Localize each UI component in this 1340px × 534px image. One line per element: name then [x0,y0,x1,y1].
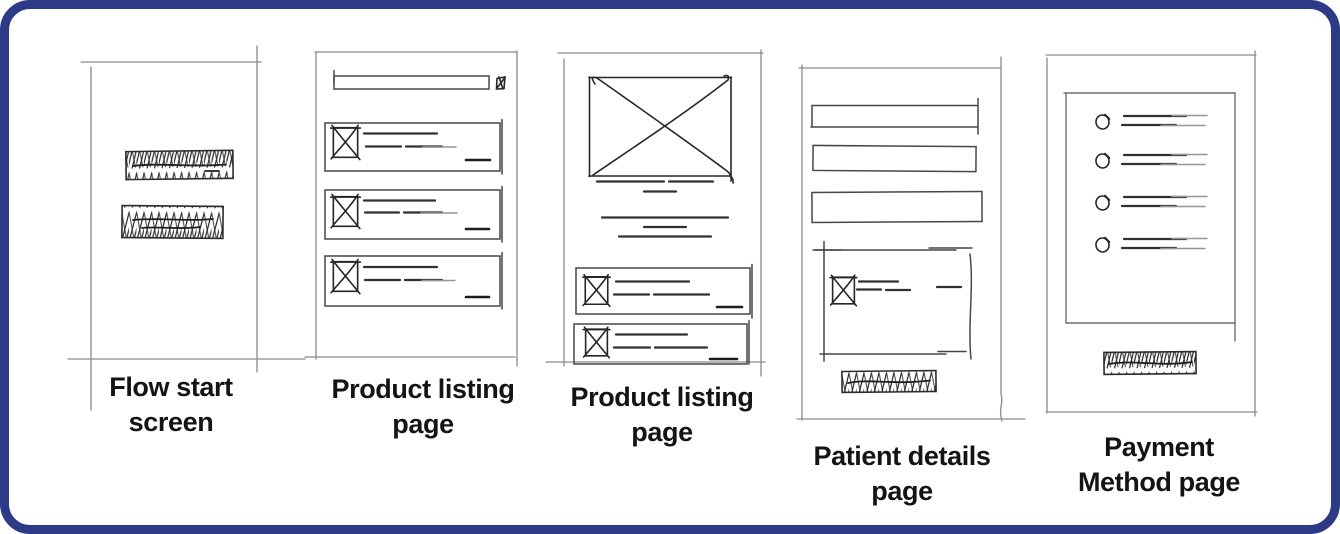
screen-product-listing-1 [304,50,518,367]
radio-option [1095,113,1208,130]
product-card [575,263,753,319]
text-lines [612,280,711,296]
screen-label-product-listing-1: Product listing page [313,372,533,442]
label-line: Product listing [331,374,515,404]
screen-payment-method [1045,50,1258,417]
screen-label-payment-method: Payment Method page [1029,430,1289,500]
phone-frame [796,56,1026,422]
label-line: Flow start [109,372,233,402]
label-line: page [392,409,454,439]
phone-frame [1045,50,1258,417]
radio-option [1093,235,1209,255]
text-lines [362,265,456,282]
screen-label-patient-details: Patient details page [782,439,1022,509]
text-lines [612,333,709,349]
summary-box [812,240,973,362]
label-line: screen [128,407,214,437]
label-line: Payment [1104,432,1214,462]
label-line: page [871,476,933,506]
radio-option [1093,151,1209,171]
screen-flow-start [67,45,306,411]
label-line: Method page [1077,467,1241,497]
product-card [573,319,750,365]
phone-frame [545,49,766,377]
label-line: Patient details [813,441,991,471]
input-field [810,97,979,135]
input-field [811,190,983,224]
hatched-button [841,369,937,394]
hatched-button [125,149,234,181]
screen-patient-details [796,56,1026,422]
screen-label-flow-start: Flow start screen [61,370,281,440]
product-card [324,118,503,175]
option-list-box [1063,92,1236,342]
screen-label-product-listing-2: Product listing page [552,380,772,450]
phone-frame [67,45,306,411]
product-card [324,185,503,243]
image-placeholder-icon [329,124,362,161]
label-line: Product listing [570,382,754,412]
phone-frame [304,50,518,367]
screen-product-listing-2 [545,49,766,377]
image-placeholder-icon [329,193,362,230]
image-placeholder-icon [329,258,362,295]
wireflow-sketch [67,45,1258,422]
text-lines [595,180,730,238]
hatched-button [121,204,224,240]
product-card [324,251,503,310]
search-bar [333,69,490,90]
input-field [812,144,977,173]
image-placeholder [588,74,734,184]
text-lines [855,280,963,292]
text-lines [362,132,457,148]
radio-option [1093,193,1209,213]
text-lines [1120,114,1208,127]
image-placeholder-icon [582,326,611,359]
image-placeholder-icon [582,273,611,308]
image-placeholder-icon [829,274,858,307]
label-line: page [631,417,693,447]
text-lines [362,199,458,214]
filter-icon [495,76,506,90]
hatched-button [1103,350,1197,376]
